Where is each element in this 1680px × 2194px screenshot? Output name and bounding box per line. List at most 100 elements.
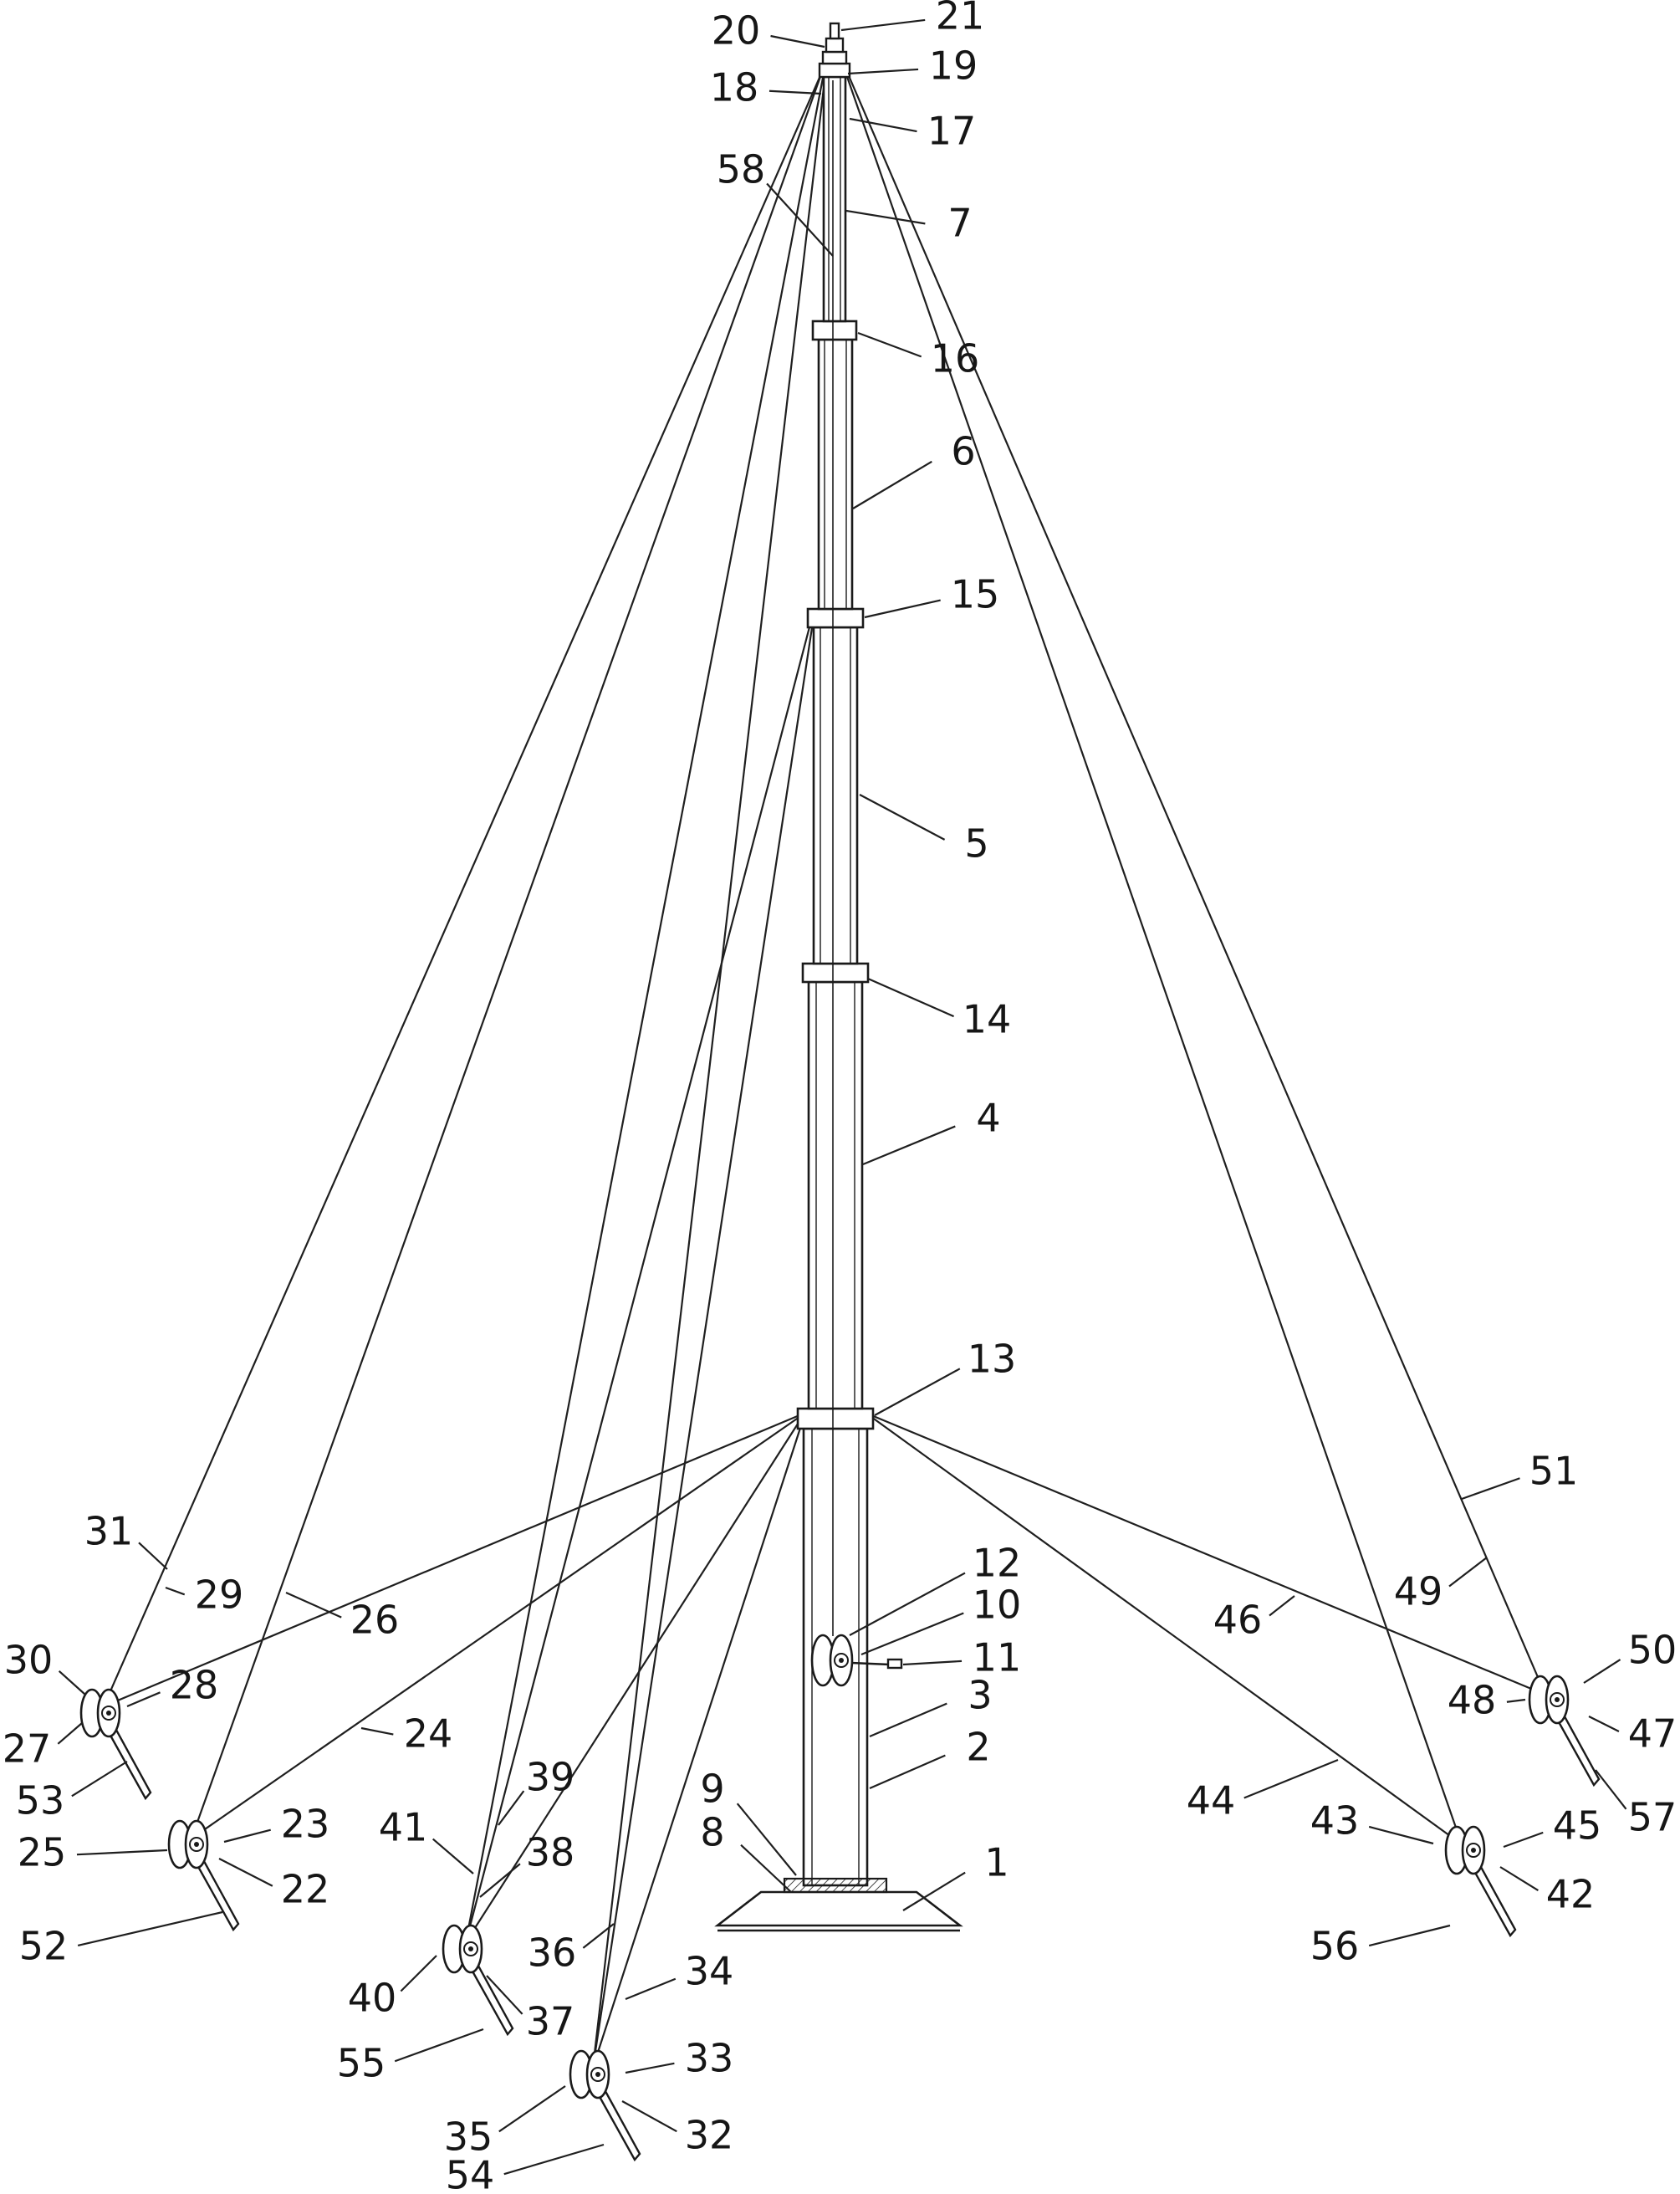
leader-line-7	[845, 209, 926, 225]
guy-wire-collar13-bottom-center	[591, 1419, 804, 2069]
part-label-58: 58	[717, 147, 766, 192]
leader-line-15	[864, 599, 941, 619]
part-label-41: 41	[379, 1805, 428, 1850]
leader-line-28	[126, 1691, 161, 1708]
part-label-1: 1	[984, 1840, 1009, 1885]
part-label-19: 19	[929, 43, 978, 89]
guy-wire-apex-bottom-center	[591, 73, 827, 2069]
leader-line-30	[58, 1670, 86, 1695]
part-label-49: 49	[1394, 1569, 1443, 1614]
part-label-35: 35	[444, 2115, 493, 2160]
part-label-22: 22	[281, 1867, 330, 1912]
leader-line-33	[625, 2062, 675, 2074]
part-label-39: 39	[526, 1755, 575, 1800]
leader-line-24	[360, 1726, 394, 1736]
mast-top-knob	[825, 37, 845, 54]
leader-line-1	[902, 1871, 966, 1911]
guy-wire-apex-mid-left	[464, 73, 825, 1943]
guy-wire-collar13-left-mid	[191, 1416, 800, 1839]
part-label-4: 4	[976, 1096, 1000, 1141]
part-label-40: 40	[348, 1976, 397, 2021]
guy-wire-collar15-bottom-center	[591, 621, 814, 2069]
part-label-55: 55	[337, 2041, 386, 2086]
part-label-57: 57	[1628, 1795, 1677, 1840]
part-label-53: 53	[16, 1778, 65, 1823]
part-label-50: 50	[1628, 1628, 1677, 1673]
leader-line-32	[621, 2100, 677, 2133]
leader-line-14	[867, 977, 955, 1018]
part-label-8: 8	[700, 1810, 724, 1855]
part-label-2: 2	[966, 1725, 990, 1770]
leader-line-25	[76, 1849, 168, 1856]
leader-line-55	[394, 2028, 484, 2063]
guy-wire-collar13-mid-left	[465, 1418, 802, 1943]
guy-wire-collar15-mid-left	[464, 620, 813, 1943]
mast-collar-15	[806, 607, 865, 629]
part-label-15: 15	[951, 572, 1000, 617]
leader-line-46	[1269, 1595, 1295, 1617]
base-flange	[783, 1877, 888, 1894]
leader-line-31	[138, 1542, 168, 1570]
mast-collar-14	[801, 962, 870, 984]
part-label-24: 24	[404, 1711, 453, 1757]
winch-axle	[850, 1661, 891, 1666]
part-label-36: 36	[528, 1931, 577, 1976]
winch-hub-center	[839, 1658, 844, 1663]
leader-line-2	[869, 1754, 946, 1790]
part-label-11: 11	[973, 1635, 1022, 1680]
part-label-33: 33	[685, 2036, 734, 2081]
part-label-52: 52	[19, 1924, 69, 1969]
mast-base	[714, 1877, 963, 1932]
leader-line-8	[740, 1844, 792, 1893]
leader-line-37	[486, 1975, 523, 2015]
mast-collar-13	[796, 1407, 875, 1430]
leader-line-39	[498, 1790, 525, 1826]
part-label-28: 28	[170, 1663, 219, 1708]
part-label-9: 9	[700, 1767, 724, 1812]
part-label-21: 21	[936, 0, 985, 38]
part-label-54: 54	[446, 2153, 495, 2194]
part-label-43: 43	[1310, 1798, 1360, 1844]
mast-tube-4	[807, 980, 864, 1410]
part-label-16: 16	[931, 336, 980, 381]
mast-tube-7	[822, 75, 847, 323]
mast-tube-6	[817, 338, 854, 611]
leader-line-10	[860, 1612, 964, 1656]
mast-top-pin	[829, 22, 840, 40]
part-label-27: 27	[3, 1726, 52, 1772]
part-label-38: 38	[526, 1830, 575, 1875]
part-label-51: 51	[1529, 1449, 1579, 1494]
part-label-5: 5	[964, 821, 988, 867]
leader-line-23	[223, 1828, 271, 1844]
leader-line-9	[736, 1803, 797, 1876]
leader-line-26	[285, 1591, 342, 1619]
part-label-32: 32	[685, 2113, 734, 2158]
part-label-48: 48	[1448, 1678, 1497, 1723]
part-label-34: 34	[685, 1949, 734, 1994]
part-label-37: 37	[526, 1999, 575, 2044]
leader-line-52	[77, 1910, 223, 1947]
part-label-46: 46	[1213, 1598, 1263, 1643]
part-label-26: 26	[350, 1598, 400, 1643]
leader-line-36	[582, 1923, 615, 1949]
guy-wire-collar13-far-right	[871, 1414, 1546, 1696]
leader-line-54	[503, 2143, 605, 2176]
part-label-17: 17	[927, 109, 977, 154]
guy-wire-apex-far-right	[845, 71, 1547, 1695]
part-label-7: 7	[947, 201, 972, 246]
part-label-30: 30	[4, 1638, 54, 1683]
mast-top-collar	[821, 50, 848, 65]
part-label-18: 18	[710, 65, 759, 110]
leader-line-27	[57, 1722, 83, 1745]
leader-line-48	[1506, 1698, 1526, 1703]
part-label-56: 56	[1310, 1924, 1360, 1969]
leader-line-6	[852, 460, 932, 509]
leader-line-20	[770, 34, 825, 49]
leader-line-56	[1368, 1924, 1451, 1947]
leader-line-57	[1595, 1769, 1627, 1810]
leader-line-38	[479, 1863, 521, 1898]
part-label-42: 42	[1546, 1872, 1596, 1917]
leader-line-47	[1588, 1716, 1620, 1732]
